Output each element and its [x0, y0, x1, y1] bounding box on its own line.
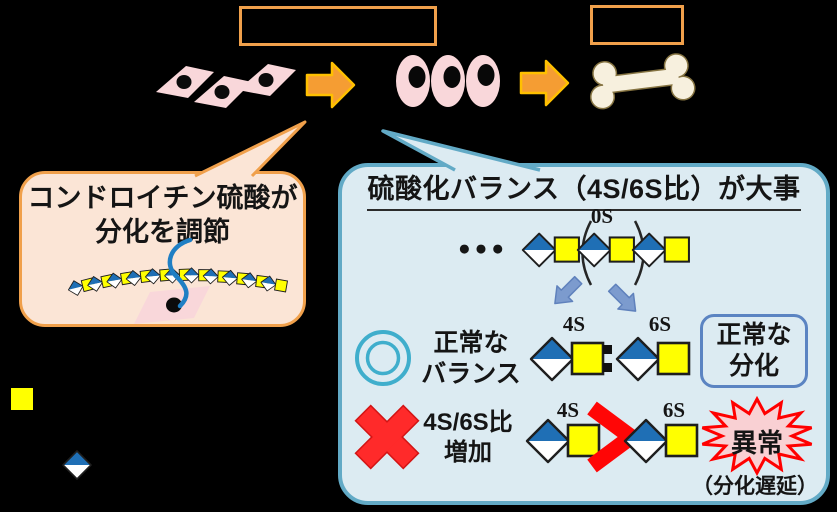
colon-separator: [603, 345, 612, 372]
legend-square-icon: [11, 388, 33, 410]
zero-s-label: 0S: [590, 204, 614, 228]
normal-6s-unit-icon: [615, 336, 691, 382]
right-bubble-tail: [381, 129, 541, 172]
mesenchymal-cells-icon: [156, 64, 296, 108]
normal-differentiation-box: 正常な 分化: [700, 314, 808, 388]
bone-icon: [590, 53, 696, 110]
differentiation-arrow-icon-2: [519, 59, 570, 107]
ratio-increase-label: 4S/6S比 増加: [423, 409, 513, 466]
starburst-shape: [701, 395, 813, 477]
normal-6s-label: 6S: [648, 312, 672, 336]
right-speech-bubble: 硫酸化バランス（4S/6S比）が大事 0S ●●● 正常な バランス 4S: [338, 163, 830, 505]
gag-chain-icon: [521, 220, 690, 286]
right-bubble-title: 硫酸化バランス（4S/6S比）が大事: [342, 172, 826, 211]
stage-label-box-2: [590, 5, 684, 45]
double-circle-icon: [355, 330, 411, 386]
left-bubble-line2: 分化を調節: [95, 217, 230, 247]
left-bubble-text: コンドロイチン硫酸が 分化を調節: [22, 181, 303, 249]
left-speech-bubble: コンドロイチン硫酸が 分化を調節: [19, 171, 306, 327]
normal-4s-unit-icon: [529, 336, 605, 382]
legend-diamond-icon: [62, 450, 92, 480]
chain-anchor-curve: [167, 237, 193, 309]
abnormal-6s-label: 6S: [662, 398, 686, 422]
abnormal-4s-label: 4S: [556, 398, 580, 422]
down-arrows-icon: [554, 275, 637, 312]
left-bubble-tail: [194, 120, 307, 178]
left-bubble-line1: コンドロイチン硫酸が: [27, 183, 298, 213]
chondrocytes-icon: [396, 55, 500, 107]
abnormal-starburst: 異常: [698, 395, 816, 477]
normal-4s-label: 4S: [562, 312, 586, 336]
abnormal-6s-unit-icon: [623, 418, 699, 464]
abnormal-label: 異常: [730, 428, 783, 458]
red-cross-icon: [354, 404, 420, 470]
differentiation-arrow-icon-1: [305, 61, 356, 109]
stage-label-box-1: [239, 6, 437, 46]
differentiation-delay-note: （分化遅延）: [692, 475, 818, 498]
chain-ellipsis: ●●●: [458, 237, 509, 260]
normal-balance-label: 正常な バランス: [421, 329, 521, 388]
cs-chain-illustration: [66, 237, 289, 324]
